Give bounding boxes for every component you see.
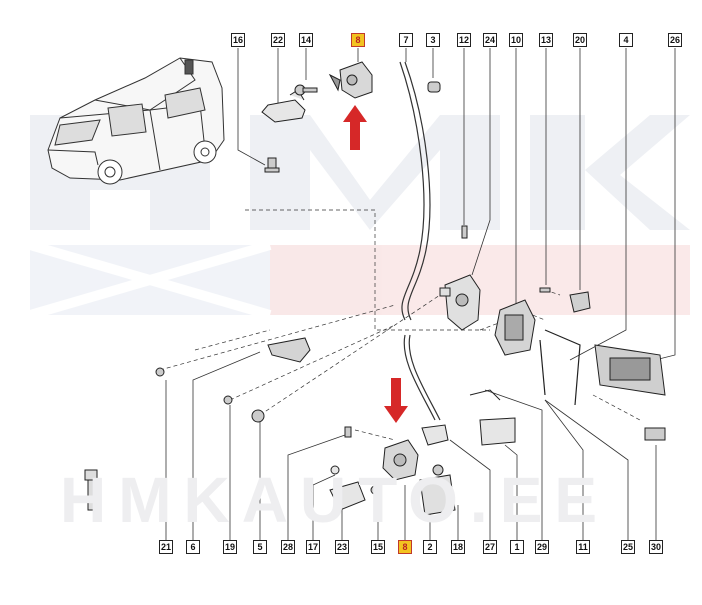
callout-23: 23 [335, 540, 349, 554]
callout-highlighted-8: 8 [398, 540, 412, 554]
part-screw-15 [370, 485, 380, 495]
callout-25: 25 [621, 540, 635, 554]
callout-20: 20 [573, 33, 587, 47]
callout-26: 26 [668, 33, 682, 47]
arrow-to-part-8-top [343, 105, 367, 150]
callout-24: 24 [483, 33, 497, 47]
part-clip-3 [427, 81, 441, 93]
part-latch-cable-bottom [382, 439, 419, 481]
callout-1: 1 [510, 540, 524, 554]
callout-6: 6 [186, 540, 200, 554]
callout-28: 28 [281, 540, 295, 554]
callout-4: 4 [619, 33, 633, 47]
part-screw-16 [264, 157, 280, 173]
watermark-bottom-text: HMKAUTO.EE [60, 464, 610, 536]
callout-30: 30 [649, 540, 663, 554]
part-striker-2-18 [419, 464, 456, 516]
callout-highlighted-8: 8 [351, 33, 365, 47]
callout-12: 12 [457, 33, 471, 47]
part-bracket-17-23 [329, 465, 366, 511]
callout-5: 5 [253, 540, 267, 554]
part-bracket-20 [569, 291, 591, 313]
callout-3: 3 [426, 33, 440, 47]
callout-7: 7 [399, 33, 413, 47]
part-inner-handle-26 [594, 344, 666, 396]
part-rod-4 [539, 329, 581, 406]
arrow-to-part-8-bottom [384, 378, 408, 423]
callout-10: 10 [509, 33, 523, 47]
callout-22: 22 [271, 33, 285, 47]
callout-11: 11 [576, 540, 590, 554]
van-illustration [47, 57, 225, 185]
part-lock-mechanism-24 [439, 274, 481, 331]
part-cap-30 [644, 427, 666, 441]
watermark-flag [28, 240, 690, 320]
callout-13: 13 [539, 33, 553, 47]
cable [399, 61, 441, 421]
part-pin-12 [461, 225, 468, 239]
part-handle-6 [267, 337, 311, 363]
callout-leaders [165, 48, 676, 540]
callout-16: 16 [231, 33, 245, 47]
part-bolt-x [84, 469, 98, 511]
part-screw-14 [294, 84, 318, 96]
callout-18: 18 [451, 540, 465, 554]
part-bracket-27 [421, 424, 449, 446]
part-rod-29 [469, 389, 501, 401]
part-bracket-22 [261, 89, 306, 123]
part-screw-13 [539, 287, 551, 293]
callout-29: 29 [535, 540, 549, 554]
callout-17: 17 [306, 540, 320, 554]
callout-27: 27 [483, 540, 497, 554]
callout-14: 14 [299, 33, 313, 47]
callout-15: 15 [371, 540, 385, 554]
part-screw-21 [155, 367, 165, 377]
part-hinge-1 [479, 417, 516, 446]
callout-21: 21 [159, 540, 173, 554]
part-screw-19 [223, 395, 233, 405]
callout-2: 2 [423, 540, 437, 554]
part-clip-28 [344, 426, 352, 438]
part-latch-10 [494, 299, 536, 356]
callout-19: 19 [223, 540, 237, 554]
part-latch-cable-top [328, 61, 373, 99]
part-washer-5 [251, 409, 265, 423]
